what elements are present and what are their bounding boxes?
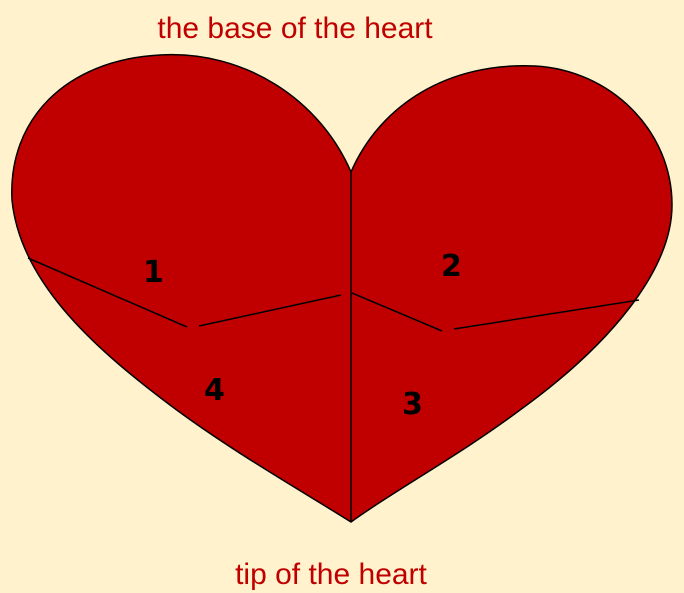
region-number-1: 1 — [143, 255, 164, 290]
heart-shape — [12, 55, 672, 522]
region-number-3: 3 — [402, 387, 423, 422]
region-number-4: 4 — [204, 373, 225, 408]
region-number-2: 2 — [441, 249, 462, 284]
bottom-caption: tip of the heart — [0, 558, 673, 592]
